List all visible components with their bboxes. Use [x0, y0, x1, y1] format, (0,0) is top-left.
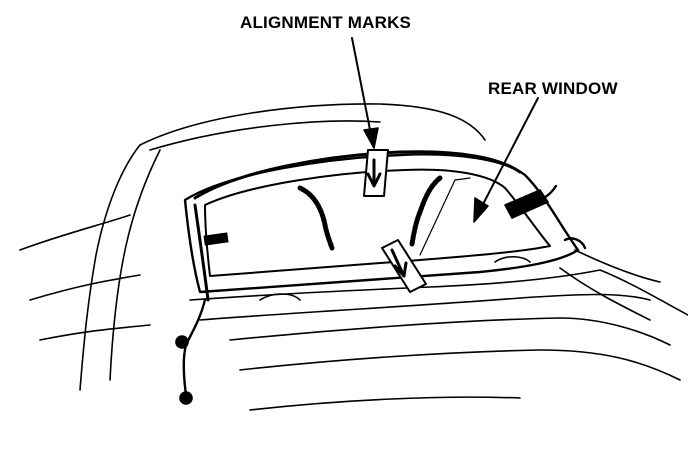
trunk-latch: [494, 255, 531, 263]
window-molding: [193, 150, 522, 200]
trunk-floor: [239, 349, 681, 381]
body-left-curve: [39, 324, 151, 341]
bottom-alignment-tape: [381, 239, 427, 293]
right-clip: [533, 184, 558, 202]
rear-window-leader-line: [479, 97, 539, 211]
bottom-alignment-arrow: [390, 248, 408, 278]
trunk-lower: [249, 396, 521, 411]
deck-lid-edge: [189, 269, 688, 316]
hanging-cable: [182, 298, 207, 397]
left-pillar-inner: [109, 149, 161, 381]
roof-inner-line: [149, 120, 381, 151]
rear-window-label: REAR WINDOW: [488, 79, 618, 98]
glass-reflection: [419, 179, 456, 256]
cable-plug: [179, 391, 193, 405]
body-left-contour: [19, 214, 131, 251]
body-left-lower: [29, 274, 141, 301]
left-alignment-clip: [203, 232, 229, 246]
alignment-marks-label: ALIGNMENT MARKS: [240, 13, 412, 32]
top-alignment-arrow: [366, 158, 382, 188]
right-quarter-lower: [559, 267, 651, 321]
cable-connector: [175, 335, 189, 349]
alignment-leader-arrowhead: [363, 127, 379, 149]
trunk-opening: [229, 317, 671, 346]
rear-window-leader-arrowhead: [473, 197, 489, 223]
top-alignment-tape: [363, 149, 389, 197]
deck-lid-front: [199, 293, 651, 321]
left-trim-strip: [193, 203, 210, 302]
glass-reflection: [454, 177, 471, 181]
right-quarter: [574, 249, 661, 283]
right-alignment-tape: [504, 189, 549, 219]
alignment-leader-line: [351, 37, 373, 141]
right-corner-clip: [563, 237, 587, 250]
trunk-hinge: [259, 293, 301, 301]
left-pillar-outline: [79, 144, 141, 391]
wire-harness-right: [409, 175, 443, 247]
roof-outline: [139, 103, 486, 146]
wire-harness-left: [297, 185, 335, 251]
